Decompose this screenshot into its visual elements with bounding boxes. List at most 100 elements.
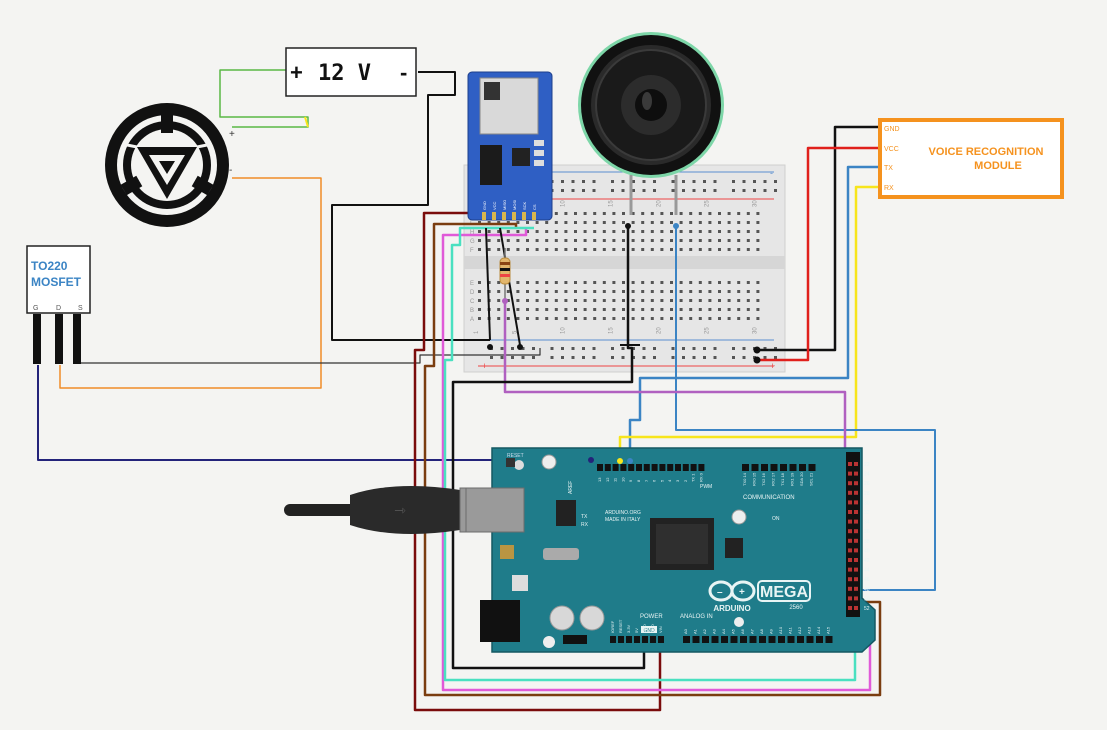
power-voltage: 12 V (318, 61, 371, 86)
breadboard-hole (708, 290, 712, 293)
power-pin-label: GND (650, 624, 655, 633)
breadboard-hole (487, 281, 491, 284)
breadboard-hole (641, 290, 645, 293)
breadboard-column-number: 10 (560, 200, 566, 207)
breadboard-hole (756, 308, 760, 311)
breadboard-hole (487, 230, 491, 233)
rail-hole (592, 189, 596, 192)
rail-hole (500, 347, 504, 350)
rail-hole (653, 347, 656, 350)
breadboard-hole (535, 308, 539, 311)
reactor-minus: - (229, 165, 232, 176)
rail-hole (511, 347, 514, 350)
breadboard-hole (650, 230, 654, 233)
breadboard-hole (641, 317, 645, 320)
arduino-gnd-label: GND (643, 628, 655, 634)
breadboard-hole (497, 248, 501, 251)
svg-text:–: – (717, 587, 723, 598)
rail-hole (521, 347, 525, 350)
breadboard-hole (622, 248, 625, 251)
breadboard-column-number: 10 (560, 327, 566, 334)
voice-module-title-1: VOICE RECOGNITION (929, 146, 1044, 158)
breadboard-hole (708, 230, 712, 233)
header-pin (848, 606, 852, 610)
breadboard-hole (622, 308, 625, 311)
arduino-pwm-label: PWM (700, 484, 712, 490)
header-pin (634, 636, 640, 643)
breadboard-bottom-rail (490, 347, 777, 359)
header-pin (597, 464, 603, 471)
power-plus: + (290, 60, 303, 85)
wire-vr-gnd (757, 125, 880, 352)
header-pin (808, 464, 816, 471)
breadboard-hole (689, 230, 693, 233)
breadboard-hole (583, 299, 587, 302)
rail-hole (763, 347, 767, 350)
comm-pin-label: RX1 19 (790, 472, 795, 486)
breadboard-hole (497, 317, 501, 320)
pwm-pin-label: TX 1 (691, 473, 696, 482)
header-pin (848, 577, 852, 582)
breadboard-hole (698, 230, 702, 233)
breadboard-hole (574, 299, 577, 302)
rail-hole (632, 356, 635, 359)
arduino-made-in: MADE IN ITALY (605, 517, 641, 523)
breadboard-hole (516, 281, 520, 284)
breadboard-hole (708, 281, 712, 284)
voice-module-title-2: MODULE (974, 160, 1022, 172)
breadboard-hole (641, 308, 645, 311)
breadboard-hole (506, 308, 510, 311)
header-pin (848, 548, 852, 553)
header-pin (628, 464, 635, 471)
breadboard-hole (526, 239, 529, 242)
sd-pin (532, 212, 536, 220)
comm-pin-label: RX0 15 (752, 472, 757, 486)
breadboard-hole (516, 239, 520, 242)
breadboard-hole (593, 221, 597, 224)
header-pin (848, 586, 852, 591)
analog-pin-label: A3 (712, 628, 717, 634)
rail-hole (571, 356, 575, 359)
header-pin (618, 636, 624, 643)
breadboard-hole (602, 299, 606, 302)
breadboard-hole (708, 212, 712, 215)
breadboard-hole (631, 317, 635, 320)
breadboard-hole (737, 290, 741, 293)
header-pin (848, 529, 852, 534)
header-pin (854, 596, 858, 601)
breadboard-hole (718, 230, 721, 233)
breadboard-hole (516, 308, 520, 311)
breadboard-hole (516, 230, 520, 233)
arduino-brand: ARDUINO (713, 604, 750, 613)
breadboard-hole (583, 308, 587, 311)
header-pin (848, 510, 852, 514)
header-pin (650, 636, 656, 643)
breadboard-hole (545, 317, 549, 320)
breadboard-hole (583, 239, 587, 242)
rail-hole (632, 347, 635, 350)
breadboard-hole (718, 290, 721, 293)
breadboard-hole (679, 308, 683, 311)
breadboard-hole (593, 281, 597, 284)
breadboard-hole (516, 290, 520, 293)
analog-pin-label: A5 (731, 628, 736, 634)
power-minus: - (400, 60, 407, 85)
breadboard-hole (506, 299, 510, 302)
rail-hole (692, 347, 696, 350)
breadboard-hole (602, 317, 606, 320)
digital-pin-label: 40 (864, 548, 870, 554)
breadboard-hole (593, 239, 597, 242)
breadboard-hole (602, 290, 606, 293)
breadboard-hole (660, 212, 664, 215)
rail-hole (763, 189, 767, 192)
mosfet: TO220 MOSFET G D S (26, 245, 91, 364)
breadboard-hole (497, 230, 501, 233)
rail-hole (642, 356, 646, 359)
header-pin (848, 462, 852, 466)
arduino-rx-label: RX (581, 522, 589, 528)
breadboard-hole (641, 221, 645, 224)
rail-hole (671, 180, 675, 183)
header-pin (612, 464, 619, 471)
analog-pin-label: A0 (683, 628, 688, 634)
breadboard-hole (593, 212, 597, 215)
